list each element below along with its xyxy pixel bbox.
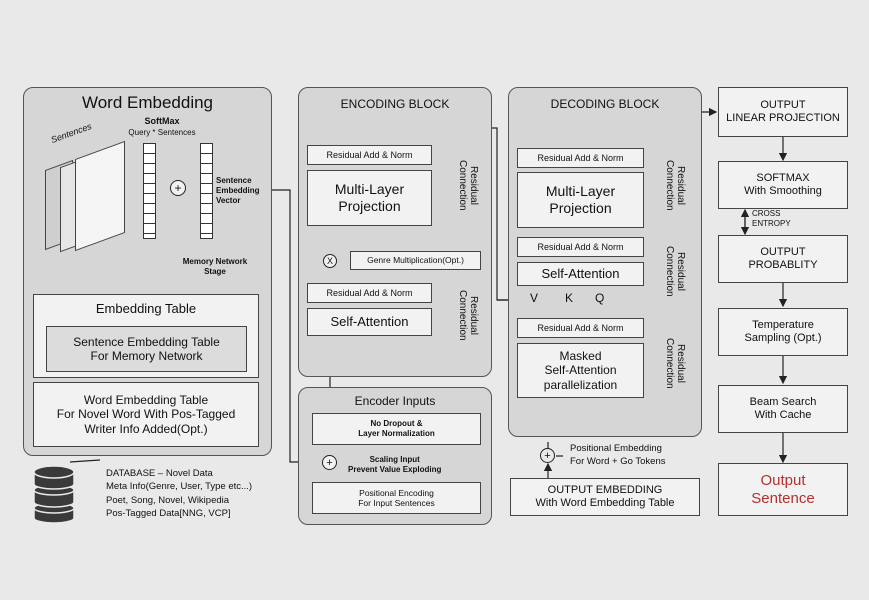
- plus-icon: +: [540, 448, 555, 463]
- plus-icon: +: [170, 180, 186, 196]
- dec-self-attention: Self-Attention: [517, 262, 644, 286]
- output-probability: OUTPUT PROBABLITY: [718, 235, 848, 283]
- output-linear-projection: OUTPUT LINEAR PROJECTION: [718, 87, 848, 137]
- word-embedding-table: Word Embedding Table For Novel Word With…: [33, 382, 259, 447]
- sentence-embedding-vector: [200, 143, 213, 239]
- embedding-table-title: Embedding Table: [95, 301, 197, 316]
- positional-encoding: Positional Encoding For Input Sentences: [312, 482, 481, 514]
- dec-residual-norm-3: Residual Add & Norm: [517, 318, 644, 338]
- database-icon: [33, 465, 75, 524]
- dec-residual-norm-2: Residual Add & Norm: [517, 237, 644, 257]
- enc-multi-layer-projection: Multi-Layer Projection: [307, 170, 432, 226]
- softmax-subtitle: Query * Sentences: [128, 128, 196, 137]
- dec-residual-norm-1: Residual Add & Norm: [517, 148, 644, 168]
- softmax-title: SoftMax: [144, 116, 180, 126]
- no-dropout-layer-norm: No Dropout & Layer Normalization: [312, 413, 481, 445]
- scaling-input-label: Scaling Input Prevent Value Exploding: [348, 455, 442, 475]
- v-label: V: [530, 291, 539, 305]
- output-embedding: OUTPUT EMBEDDING With Word Embedding Tab…: [510, 478, 700, 516]
- sentence-vector-label: Sentence Embedding Vector: [216, 176, 260, 205]
- query-vector: [143, 143, 156, 239]
- beam-search: Beam Search With Cache: [718, 385, 848, 433]
- word-embedding-title: Word Embedding: [81, 93, 214, 112]
- output-sentence: Output Sentence: [718, 463, 848, 516]
- sentence-embedding-table: Sentence Embedding Table For Memory Netw…: [46, 326, 247, 372]
- enc-residual-norm-top: Residual Add & Norm: [307, 145, 432, 165]
- temperature-sampling: Temperature Sampling (Opt.): [718, 308, 848, 356]
- database-description: DATABASE – Novel Data Meta Info(Genre, U…: [106, 468, 253, 519]
- masked-self-attention: Masked Self-Attention parallelization: [517, 343, 644, 398]
- q-attention-label: Q: [595, 291, 605, 305]
- times-icon: X: [323, 254, 337, 268]
- cross-entropy-label: CROSS ENTROPY: [752, 209, 791, 229]
- k-label: K: [565, 291, 574, 305]
- encoding-block-title: ENCODING BLOCK: [340, 97, 450, 111]
- decoding-block-title: DECODING BLOCK: [550, 97, 660, 111]
- enc-self-attention: Self-Attention: [307, 308, 432, 336]
- dec-multi-layer-projection: Multi-Layer Projection: [517, 172, 644, 228]
- genre-multiplication: Genre Multiplication(Opt.): [350, 251, 481, 270]
- softmax-smoothing: SOFTMAX With Smoothing: [718, 161, 848, 209]
- plus-icon: +: [322, 455, 337, 470]
- enc-residual-norm-bottom: Residual Add & Norm: [307, 283, 432, 303]
- memory-stage-label: Memory Network Stage: [182, 257, 248, 277]
- embedding-slab: [75, 140, 125, 252]
- encoder-inputs-title: Encoder Inputs: [354, 394, 436, 408]
- positional-embedding-label: Positional Embedding For Word + Go Token…: [570, 443, 666, 467]
